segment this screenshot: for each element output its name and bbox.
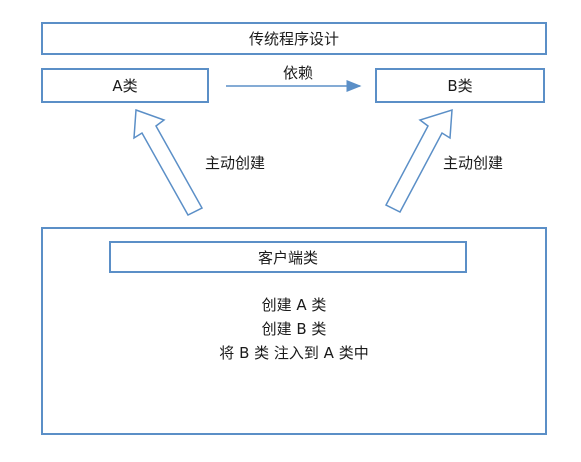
client-steps: 创建 A 类 创建 B 类 将 B 类 注入到 A 类中	[44, 293, 544, 365]
client-title-box: 客户端类	[109, 241, 467, 273]
class-b-box: B类	[375, 68, 545, 103]
client-step-3: 将 B 类 注入到 A 类中	[219, 344, 369, 362]
class-a-box: A类	[41, 68, 209, 103]
client-step-2: 创建 B 类	[261, 320, 327, 338]
class-a-label: A类	[112, 77, 138, 95]
create-label-left: 主动创建	[205, 154, 266, 172]
create-label-right: 主动创建	[443, 154, 504, 172]
header-box: 传统程序设计	[41, 22, 547, 55]
client-step-1: 创建 A 类	[261, 296, 327, 314]
header-title: 传统程序设计	[248, 30, 339, 48]
dependency-label: 依赖	[283, 64, 314, 82]
create-arrow-right	[384, 108, 453, 213]
create-arrow-left	[133, 108, 204, 216]
client-title: 客户端类	[257, 248, 318, 267]
class-b-label: B类	[447, 77, 473, 95]
